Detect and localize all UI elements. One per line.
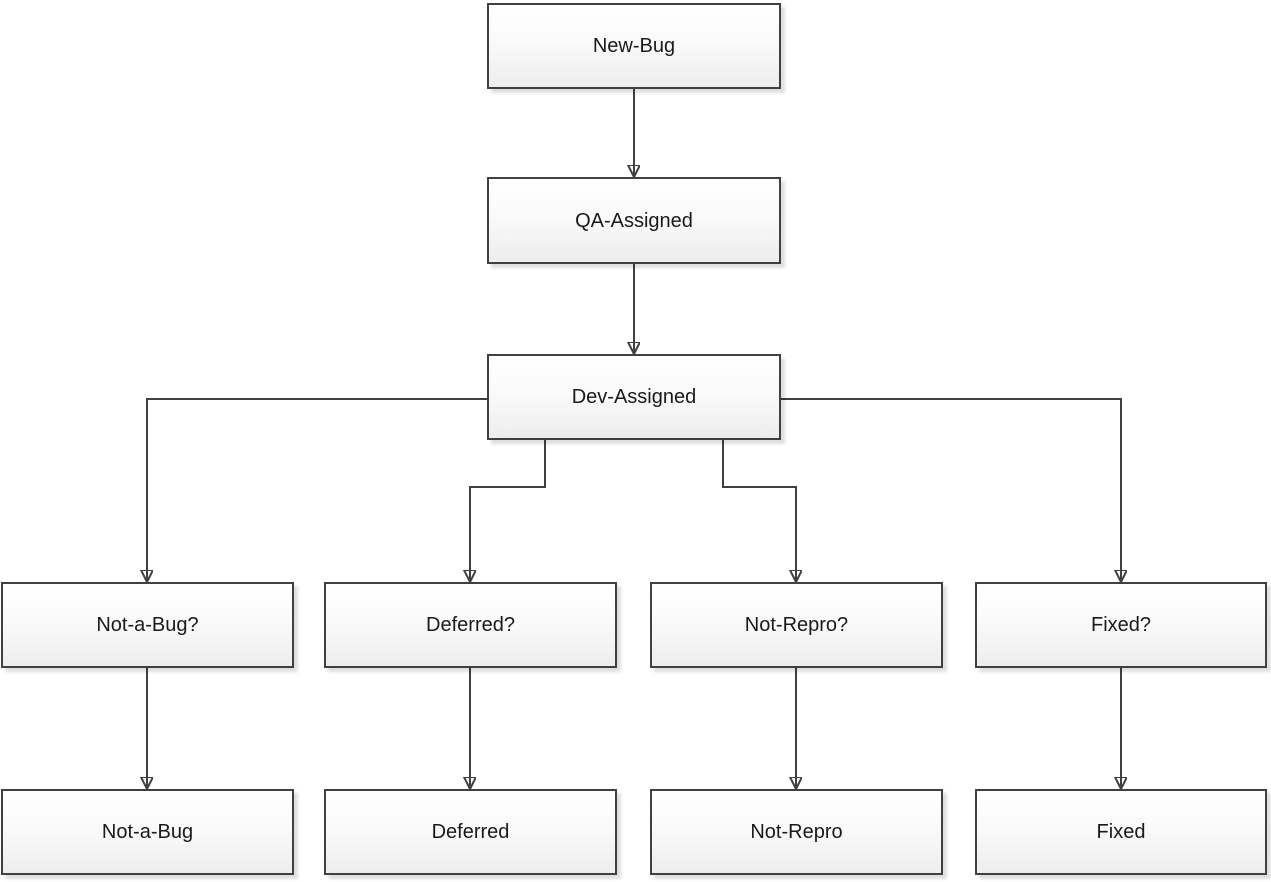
node-not-repro-label: Not-Repro (750, 821, 843, 843)
node-deferred: Deferred (324, 789, 617, 875)
node-not-a-bug-question-label: Not-a-Bug? (96, 614, 199, 636)
node-deferred-label: Deferred (431, 821, 510, 843)
node-deferred-question: Deferred? (324, 582, 617, 668)
node-fixed-question: Fixed? (975, 582, 1267, 668)
node-fixed-label: Fixed (1096, 821, 1146, 843)
node-not-a-bug-label: Not-a-Bug (101, 821, 194, 843)
edge-devassigned-notabugq (147, 398, 487, 581)
node-not-repro-question-label: Not-Repro? (744, 614, 849, 636)
node-not-a-bug: Not-a-Bug (1, 789, 294, 875)
node-deferred-question-label: Deferred? (426, 614, 515, 636)
node-new-bug: New-Bug (487, 3, 781, 89)
edge-devassigned-deferredq (470, 440, 546, 581)
node-fixed-question-label: Fixed? (1090, 614, 1152, 636)
edge-devassigned-fixedq (781, 398, 1121, 581)
node-not-repro: Not-Repro (650, 789, 943, 875)
node-dev-assigned-label: Dev-Assigned (571, 386, 697, 408)
node-fixed: Fixed (975, 789, 1267, 875)
node-new-bug-label: New-Bug (592, 35, 676, 57)
node-not-repro-question: Not-Repro? (650, 582, 943, 668)
node-not-a-bug-question: Not-a-Bug? (1, 582, 294, 668)
node-qa-assigned: QA-Assigned (487, 177, 781, 264)
node-qa-assigned-label: QA-Assigned (575, 209, 693, 232)
edge-devassigned-notreproq (722, 440, 796, 581)
node-dev-assigned: Dev-Assigned (487, 354, 781, 440)
